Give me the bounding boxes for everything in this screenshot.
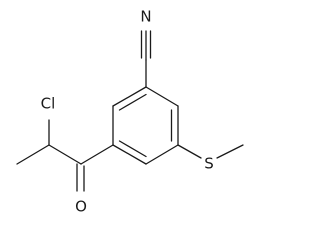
sulfur-label: S (204, 155, 214, 173)
ring-bond-top-left-inner (118, 93, 147, 111)
ring-bond-top-left (112, 86, 147, 107)
methyl-chain-bond (16, 144, 50, 165)
ring-bond-top-right (145, 86, 179, 107)
carbonyl-chain-bond (48, 144, 82, 165)
methyl-sulfur-bond (216, 144, 244, 159)
nitrogen-label: N (140, 8, 151, 26)
ring-bond-bottom-left (112, 144, 147, 165)
ring-bond-bottom-left-inner (118, 140, 147, 158)
sulfur-ring-bond (177, 144, 202, 159)
ring-bond-bottom-right (145, 144, 179, 165)
chlorine-label: Cl (41, 95, 56, 113)
carbonyl-ring-bond (80, 144, 114, 165)
molecule-structure: N S O Cl (16, 7, 244, 216)
oxygen-label: O (75, 198, 87, 216)
